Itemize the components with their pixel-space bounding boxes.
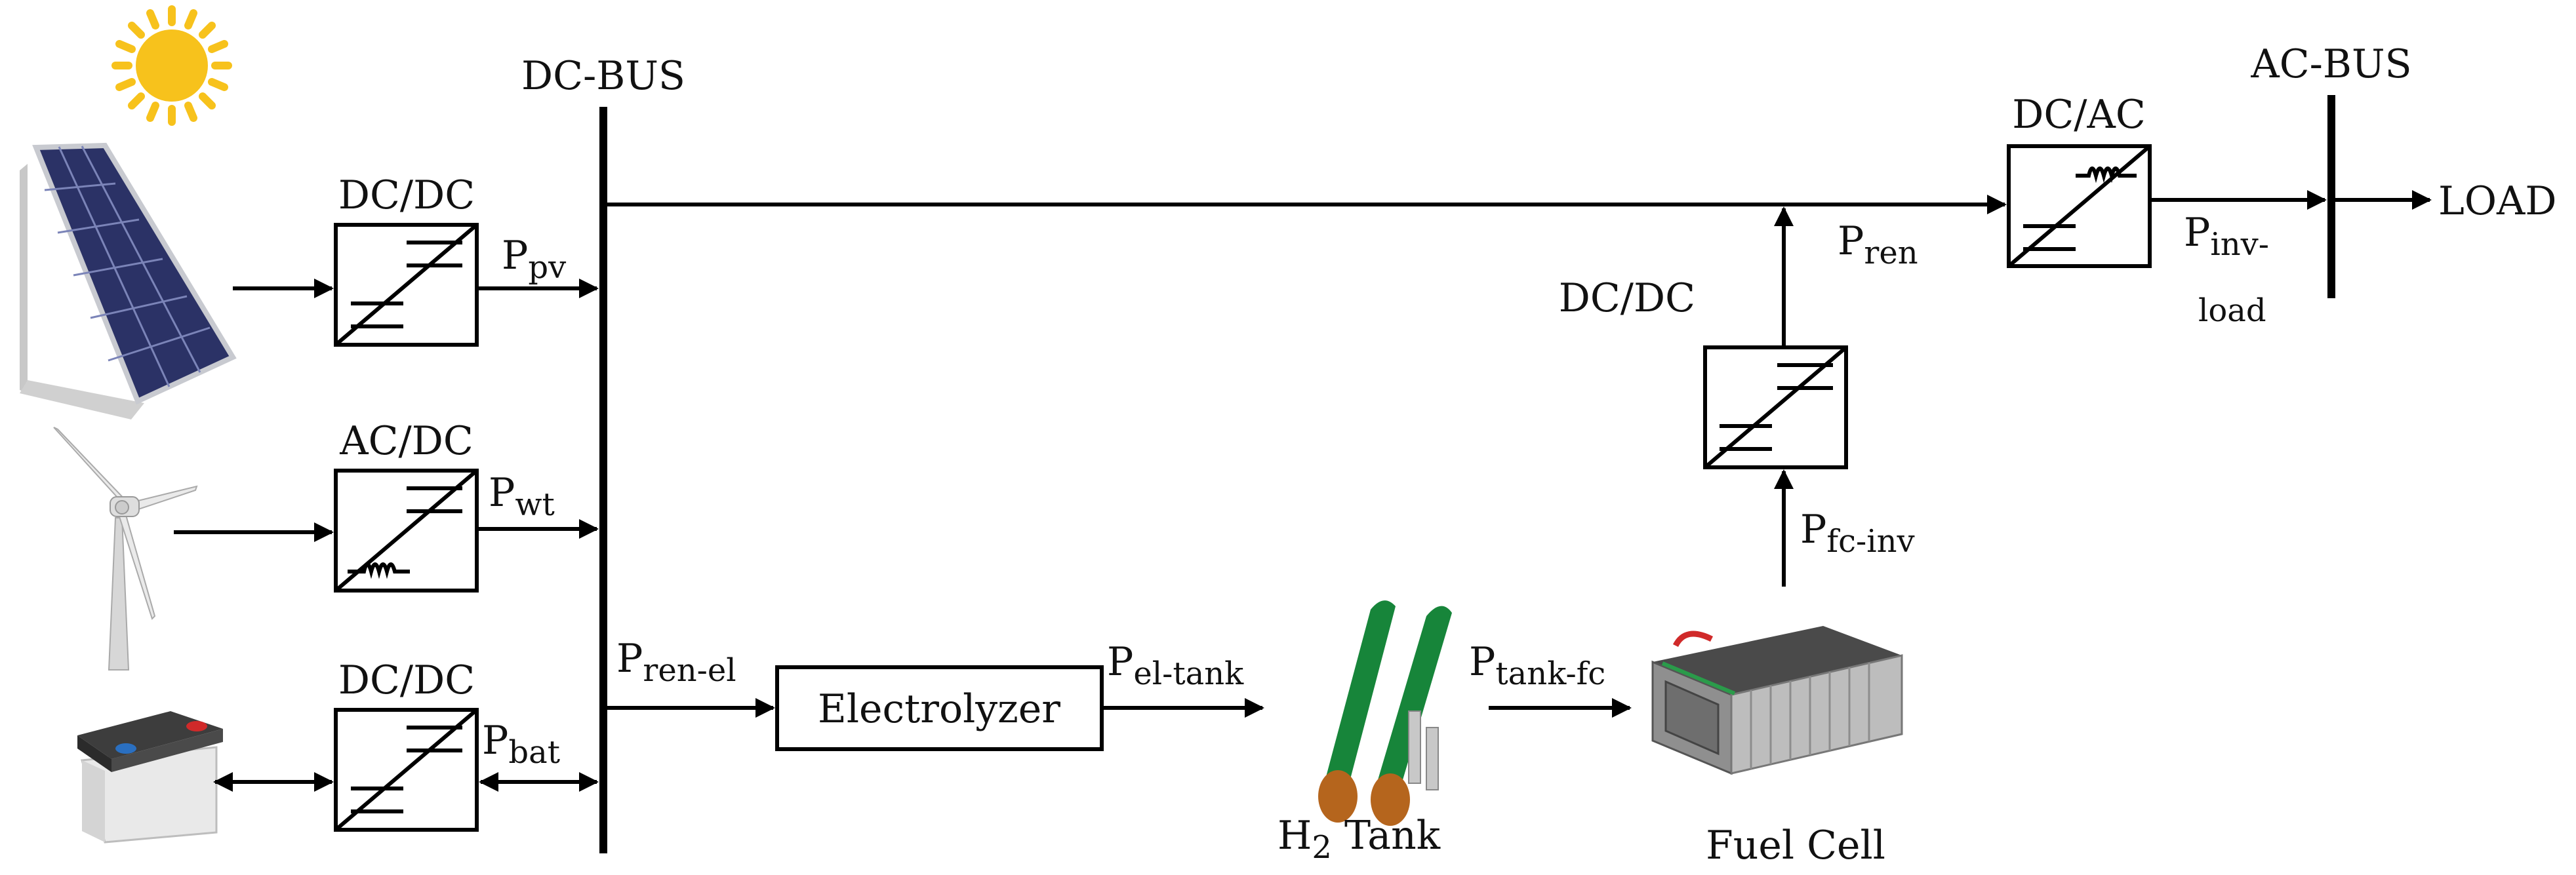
flow-label-wt: Pwt	[489, 470, 555, 523]
flow-label-fc-inv: Pfc-inv	[1800, 507, 1915, 560]
ac-bus-label: AC-BUS	[2250, 41, 2411, 87]
hydrogen-cylinders-icon	[1318, 600, 1452, 826]
load-label: LOAD	[2438, 178, 2556, 224]
flow-label-pv: Ppv	[502, 233, 566, 286]
solar-panel-icon	[20, 142, 237, 419]
fuel-cell-stack-icon	[1651, 626, 1903, 775]
battery-converter-label: DC/DC	[338, 657, 475, 703]
battery-dcdc-converter	[334, 708, 479, 832]
inverter-label: DC/AC	[2012, 92, 2145, 138]
flow-label-inv-load: Pinv-	[2184, 210, 2269, 263]
pv-converter-label: DC/DC	[338, 172, 475, 218]
fuel-cell-label: Fuel Cell	[1706, 823, 1885, 868]
dc-bus-label: DC-BUS	[521, 53, 685, 99]
fuel-cell-dcdc-converter	[1703, 345, 1848, 469]
pv-dcdc-converter	[334, 223, 479, 347]
h2-tank-label: H2 Tank	[1278, 813, 1441, 866]
flow-label-bat: Pbat	[482, 718, 560, 771]
fuel-cell-converter-label: DC/DC	[1559, 275, 1695, 321]
svg-text:Electrolyzer: Electrolyzer	[818, 686, 1060, 732]
flow-label-ren-el: Pren-el	[616, 636, 736, 689]
wind-converter-label: AC/DC	[339, 418, 473, 464]
flow-label-el-tank: Pel-tank	[1107, 639, 1244, 692]
wind-turbine-icon	[53, 427, 198, 671]
flow-label-inv-load-line2: load	[2198, 292, 2266, 329]
battery-icon	[77, 711, 223, 844]
wind-acdc-converter	[334, 469, 479, 593]
dcac-inverter	[2007, 144, 2152, 268]
electrolyzer-box: Electrolyzer	[775, 665, 1104, 751]
flow-label-ren: Pren	[1838, 218, 1918, 271]
sun-icon	[111, 5, 232, 126]
flow-label-tank-fc: Ptank-fc	[1469, 639, 1605, 692]
